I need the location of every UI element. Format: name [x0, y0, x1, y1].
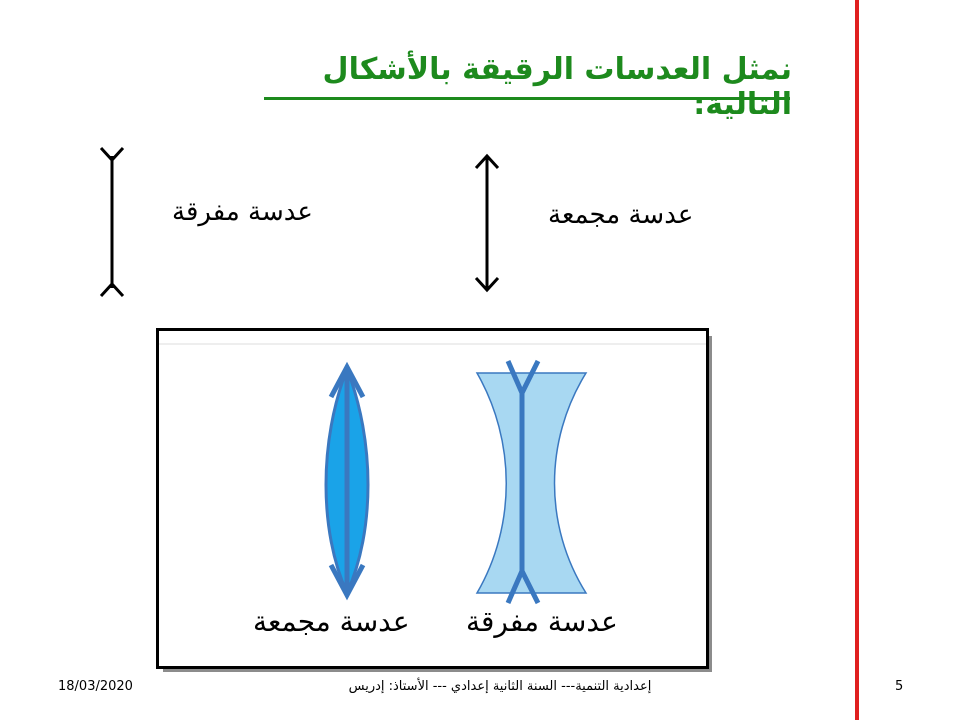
footer-center-text: إعدادية التنمية--- السنة الثانية إعدادي …	[348, 679, 652, 694]
slide-title: نمثل العدسات الرقيقة بالأشكال التالية:	[322, 52, 792, 122]
accent-vertical-line	[855, 0, 859, 720]
diverging-lens-label: عدسة مفرقة	[172, 197, 313, 227]
diverging-lens-symbol-icon	[99, 146, 125, 298]
title-underline	[264, 97, 790, 100]
lens-illustration	[159, 343, 706, 605]
page-number: 5	[895, 679, 904, 694]
footer-date: 18/03/2020	[58, 679, 133, 694]
diverging-lens-image-label: عدسة مفرقة	[466, 605, 618, 638]
converging-lens-label: عدسة مجمعة	[548, 200, 694, 230]
converging-lens-image-label: عدسة مجمعة	[253, 605, 410, 638]
diverging-lens-icon	[475, 372, 588, 594]
lens-image-box	[156, 328, 709, 669]
converging-lens-symbol-icon	[474, 153, 500, 293]
